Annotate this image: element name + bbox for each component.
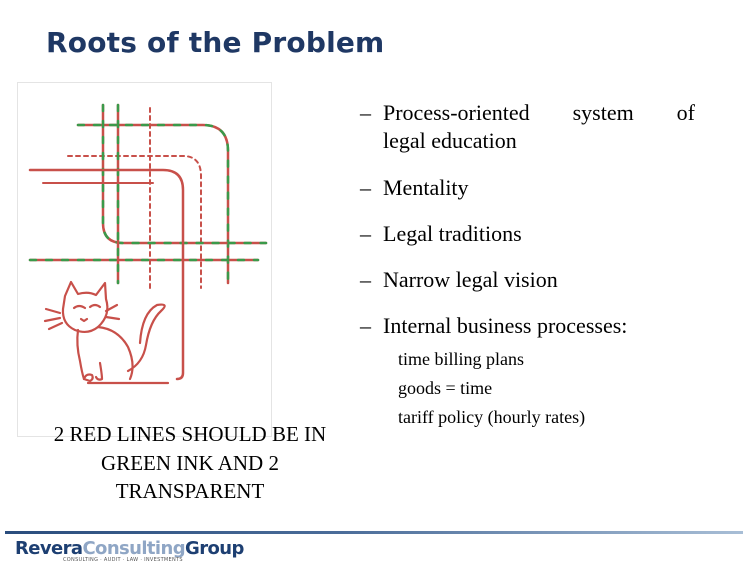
bullet-text-line: legal education xyxy=(383,128,517,153)
slide-title: Roots of the Problem xyxy=(46,26,385,59)
picture-caption: 2 RED LINES SHOULD BE IN GREEN INK AND 2… xyxy=(30,420,350,506)
caption-line: 2 RED LINES SHOULD BE IN xyxy=(53,422,327,446)
bullet-item: – Internal business processes: xyxy=(360,312,695,340)
bullet-text: Legal traditions xyxy=(383,221,522,246)
bullet-text: Internal business processes: xyxy=(383,313,628,338)
bullet-dash: – xyxy=(360,267,371,292)
sub-item: time billing plans xyxy=(398,349,524,369)
green-ink-line-a xyxy=(76,123,230,285)
company-logo: ReveraConsultingGroup CONSULTING · AUDIT… xyxy=(15,538,244,564)
bullet-word: Process-oriented xyxy=(383,100,530,125)
bullet-item: – Process-oriented system of legal educa… xyxy=(360,99,695,155)
bullet-text: Mentality xyxy=(383,175,469,200)
logo-tagline: CONSULTING · AUDIT · LAW · INVESTMENTS xyxy=(63,557,183,563)
bullet-dash: – xyxy=(360,313,371,338)
bullet-word: of xyxy=(676,100,695,125)
footer-divider xyxy=(5,531,743,534)
logo-wordmark: ReveraConsultingGroup xyxy=(15,538,244,559)
sub-bullet-list: time billing plans goods = time tariff p… xyxy=(398,345,585,432)
bullet-item: – Narrow legal vision xyxy=(360,266,695,294)
bullet-word: system xyxy=(572,100,634,125)
sub-item: tariff policy (hourly rates) xyxy=(398,407,586,427)
bullet-item: – Legal traditions xyxy=(360,220,695,248)
bullet-dash: – xyxy=(360,175,371,200)
bullet-list: – Process-oriented system of legal educa… xyxy=(360,99,695,340)
green-ink-line-b xyxy=(101,103,268,245)
lines-and-cat-illustration xyxy=(17,82,272,437)
cat-drawing xyxy=(43,280,170,385)
bullet-dash: – xyxy=(360,100,371,125)
caption-line: GREEN INK AND 2 xyxy=(101,450,279,475)
sub-item: goods = time xyxy=(398,378,493,398)
bullet-dash: – xyxy=(360,221,371,246)
caption-line: TRANSPARENT xyxy=(115,479,265,503)
bullet-text: Narrow legal vision xyxy=(383,267,558,292)
bullet-item: – Mentality xyxy=(360,174,695,202)
